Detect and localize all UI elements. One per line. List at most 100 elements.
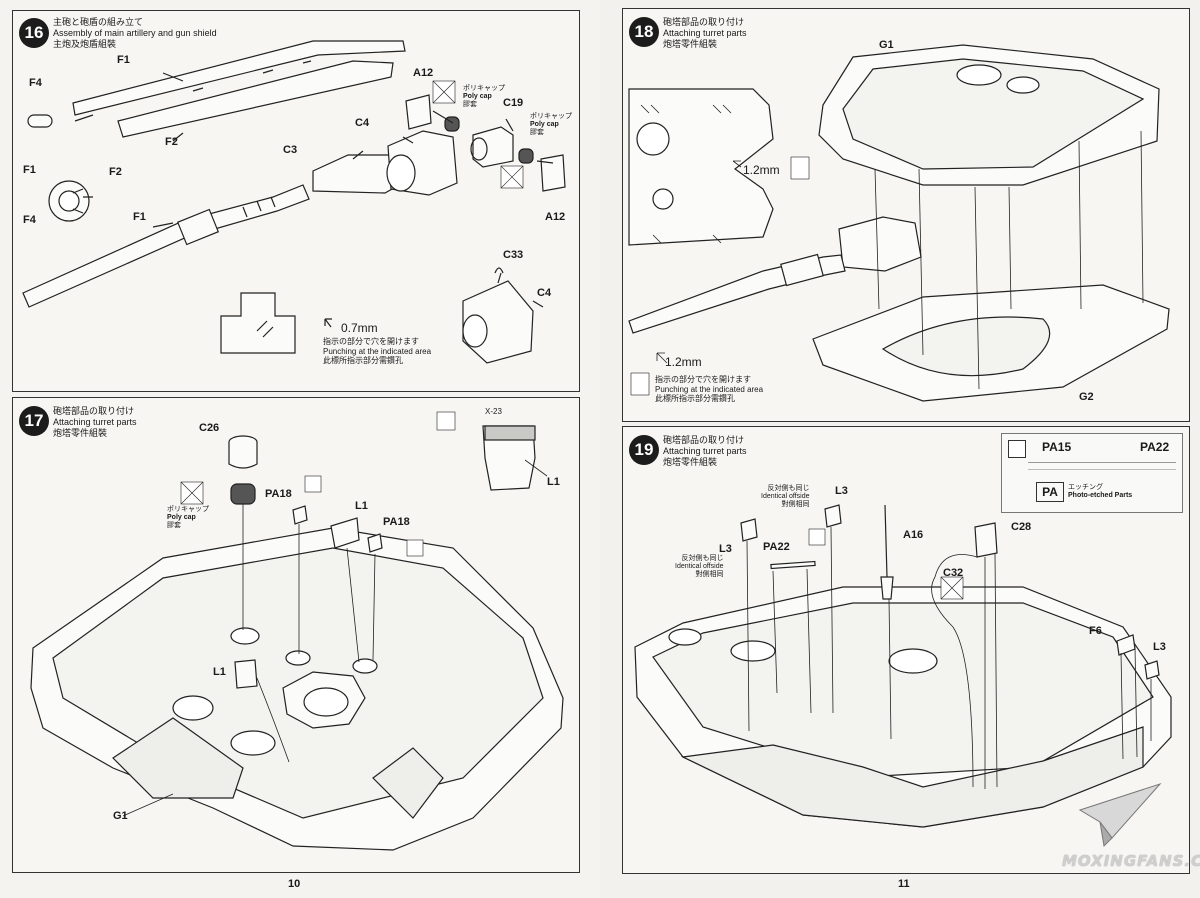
legend-pa15: PA15 xyxy=(1042,440,1072,454)
label-g2: G2 xyxy=(1079,391,1094,403)
label-pa18-right: PA18 xyxy=(383,516,410,528)
step16-drawing xyxy=(22,40,566,364)
punch-note: 指示の部分で穴を開けます Punching at the indicated a… xyxy=(323,337,431,366)
label-c28: C28 xyxy=(1011,521,1032,533)
step16-title: 主砲と砲盾の組み立て Assembly of main artillery an… xyxy=(53,17,217,50)
step18-number: 18 xyxy=(629,17,659,47)
polycap-note-1: ポリキャップ Poly cap 膠套 xyxy=(463,85,505,109)
legend-etch-en: Photo-etched Parts xyxy=(1068,492,1133,499)
label-l1-lower: L1 xyxy=(213,666,226,678)
punch-jp: 指示の部分で穴を開けます xyxy=(323,337,419,346)
step19-title-jp: 砲塔部品の取り付け xyxy=(663,435,745,445)
step16-title-cn: 主炮及炮盾組裝 xyxy=(53,39,117,49)
label-c4: C4 xyxy=(355,117,370,129)
label-l3-right: L3 xyxy=(1153,641,1166,653)
punch-size: 0.7mm xyxy=(341,321,378,335)
label-l3-top: L3 xyxy=(835,485,848,497)
label-f1: F1 xyxy=(117,54,130,66)
polycap-jp-17: ポリキャップ xyxy=(167,506,209,513)
polycap-en-17: Poly cap xyxy=(167,514,196,521)
polycap-cn-17: 膠套 xyxy=(167,522,181,529)
offside-en-2: Identical offside xyxy=(675,563,724,570)
label-a12-right: A12 xyxy=(545,211,566,223)
punch-size-18a: 1.2mm xyxy=(743,163,780,177)
left-page: 16 主砲と砲盾の組み立て Assembly of main artillery… xyxy=(12,10,580,890)
offside-cn-1: 對側相同 xyxy=(781,501,810,508)
punch-cn-18: 此標所指示部分需鑽孔 xyxy=(655,394,735,403)
punch-note-18: 指示の部分で穴を開けます Punching at the indicated a… xyxy=(655,375,763,404)
watermark-plane-logo xyxy=(1078,782,1162,848)
step17-title-jp: 砲塔部品の取り付け xyxy=(53,406,135,416)
step17-title: 砲塔部品の取り付け Attaching turret parts 炮塔零件組裝 xyxy=(53,406,137,439)
label-c4-bottom: C4 xyxy=(537,287,552,299)
label-a16: A16 xyxy=(903,529,924,541)
offside-en-1: Identical offside xyxy=(761,493,810,500)
step19-drawing xyxy=(634,504,1172,828)
step16-number: 16 xyxy=(19,18,49,48)
paint-icon xyxy=(1008,440,1026,458)
step17-panel: 17 砲塔部品の取り付け Attaching turret parts 炮塔零件… xyxy=(12,397,580,873)
label-c19: C19 xyxy=(503,97,524,109)
page-number-left: 10 xyxy=(288,878,301,890)
legend-etch: エッチング Photo-etched Parts xyxy=(1068,484,1132,500)
punch-en-18: Punching at the indicated area xyxy=(655,384,764,394)
step19-title: 砲塔部品の取り付け Attaching turret parts 炮塔零件組裝 xyxy=(663,435,747,468)
polycap-jp-2: ポリキャップ xyxy=(530,113,572,120)
label-f6: F6 xyxy=(1089,625,1102,637)
label-c33: C33 xyxy=(503,249,524,261)
step16-panel: 16 主砲と砲盾の組み立て Assembly of main artillery… xyxy=(12,10,580,392)
offside-jp-2: 反対側も同じ xyxy=(681,555,724,562)
step19-panel: 19 砲塔部品の取り付け Attaching turret parts 炮塔零件… xyxy=(622,426,1190,874)
label-c32: C32 xyxy=(943,567,964,579)
label-c26: C26 xyxy=(199,422,220,434)
label-f2: F2 xyxy=(165,136,178,148)
polycap-cn: 膠套 xyxy=(463,101,477,108)
step17-number: 17 xyxy=(19,406,49,436)
step16-title-en: Assembly of main artillery and gun shiel… xyxy=(53,28,217,38)
polycap-jp: ポリキャップ xyxy=(463,85,505,92)
label-g1-18: G1 xyxy=(879,39,894,51)
label-pa22-19: PA22 xyxy=(763,541,790,553)
label-f1-section: F1 xyxy=(23,164,36,176)
punch-size-18b: 1.2mm xyxy=(665,355,702,369)
paint-legend: PA15 PA22 PA エッチング Photo-etched Parts xyxy=(1001,433,1183,513)
label-pa18-left: PA18 xyxy=(265,488,292,500)
paint-code: X-23 xyxy=(485,407,502,416)
etch-strip xyxy=(1028,462,1176,470)
step18-panel: 18 砲塔部品の取り付け Attaching turret parts 炮塔零件… xyxy=(622,8,1190,422)
polycap-cn-2: 膠套 xyxy=(530,129,544,136)
step19-title-cn: 炮塔零件組裝 xyxy=(663,457,718,467)
punch-jp-18: 指示の部分で穴を開けます xyxy=(655,375,751,384)
label-l1-right: L1 xyxy=(547,476,560,488)
right-page: 18 砲塔部品の取り付け Attaching turret parts 炮塔零件… xyxy=(600,0,1200,898)
label-g1: G1 xyxy=(113,810,128,822)
label-f4: F4 xyxy=(29,77,42,89)
legend-pa22: PA22 xyxy=(1140,440,1170,454)
offside-note-2: 反対側も同じ Identical offside 對側相同 xyxy=(675,555,724,579)
watermark-text: MOXINGFANS.COM xyxy=(1062,852,1200,870)
step18-drawing xyxy=(628,44,1170,402)
label-a12-top: A12 xyxy=(413,67,434,79)
step18-title-en: Attaching turret parts xyxy=(663,28,747,38)
step18-title-cn: 炮塔零件組裝 xyxy=(663,39,718,49)
step17-title-en: Attaching turret parts xyxy=(53,417,137,427)
step17-drawing xyxy=(30,411,564,851)
polycap-en-2: Poly cap xyxy=(530,121,559,128)
label-l1-center: L1 xyxy=(355,500,368,512)
step16-title-jp: 主砲と砲盾の組み立て xyxy=(53,17,144,27)
step17-title-cn: 炮塔零件組裝 xyxy=(53,428,108,438)
punch-cn: 此標所指示部分需鑽孔 xyxy=(323,356,403,365)
punch-en: Punching at the indicated area xyxy=(323,346,432,356)
label-f4-section: F4 xyxy=(23,214,36,226)
label-c3: C3 xyxy=(283,144,298,156)
step19-number: 19 xyxy=(629,435,659,465)
legend-pa-box: PA xyxy=(1036,482,1064,502)
step18-title: 砲塔部品の取り付け Attaching turret parts 炮塔零件組裝 xyxy=(663,17,747,50)
polycap-note-2: ポリキャップ Poly cap 膠套 xyxy=(530,113,572,137)
polycap-en: Poly cap xyxy=(463,93,492,100)
label-f1-long: F1 xyxy=(133,211,146,223)
step19-title-en: Attaching turret parts xyxy=(663,446,747,456)
page-number-right: 11 xyxy=(898,878,910,890)
offside-cn-2: 對側相同 xyxy=(695,571,724,578)
polycap-note-17: ポリキャップ Poly cap 膠套 xyxy=(167,506,209,530)
